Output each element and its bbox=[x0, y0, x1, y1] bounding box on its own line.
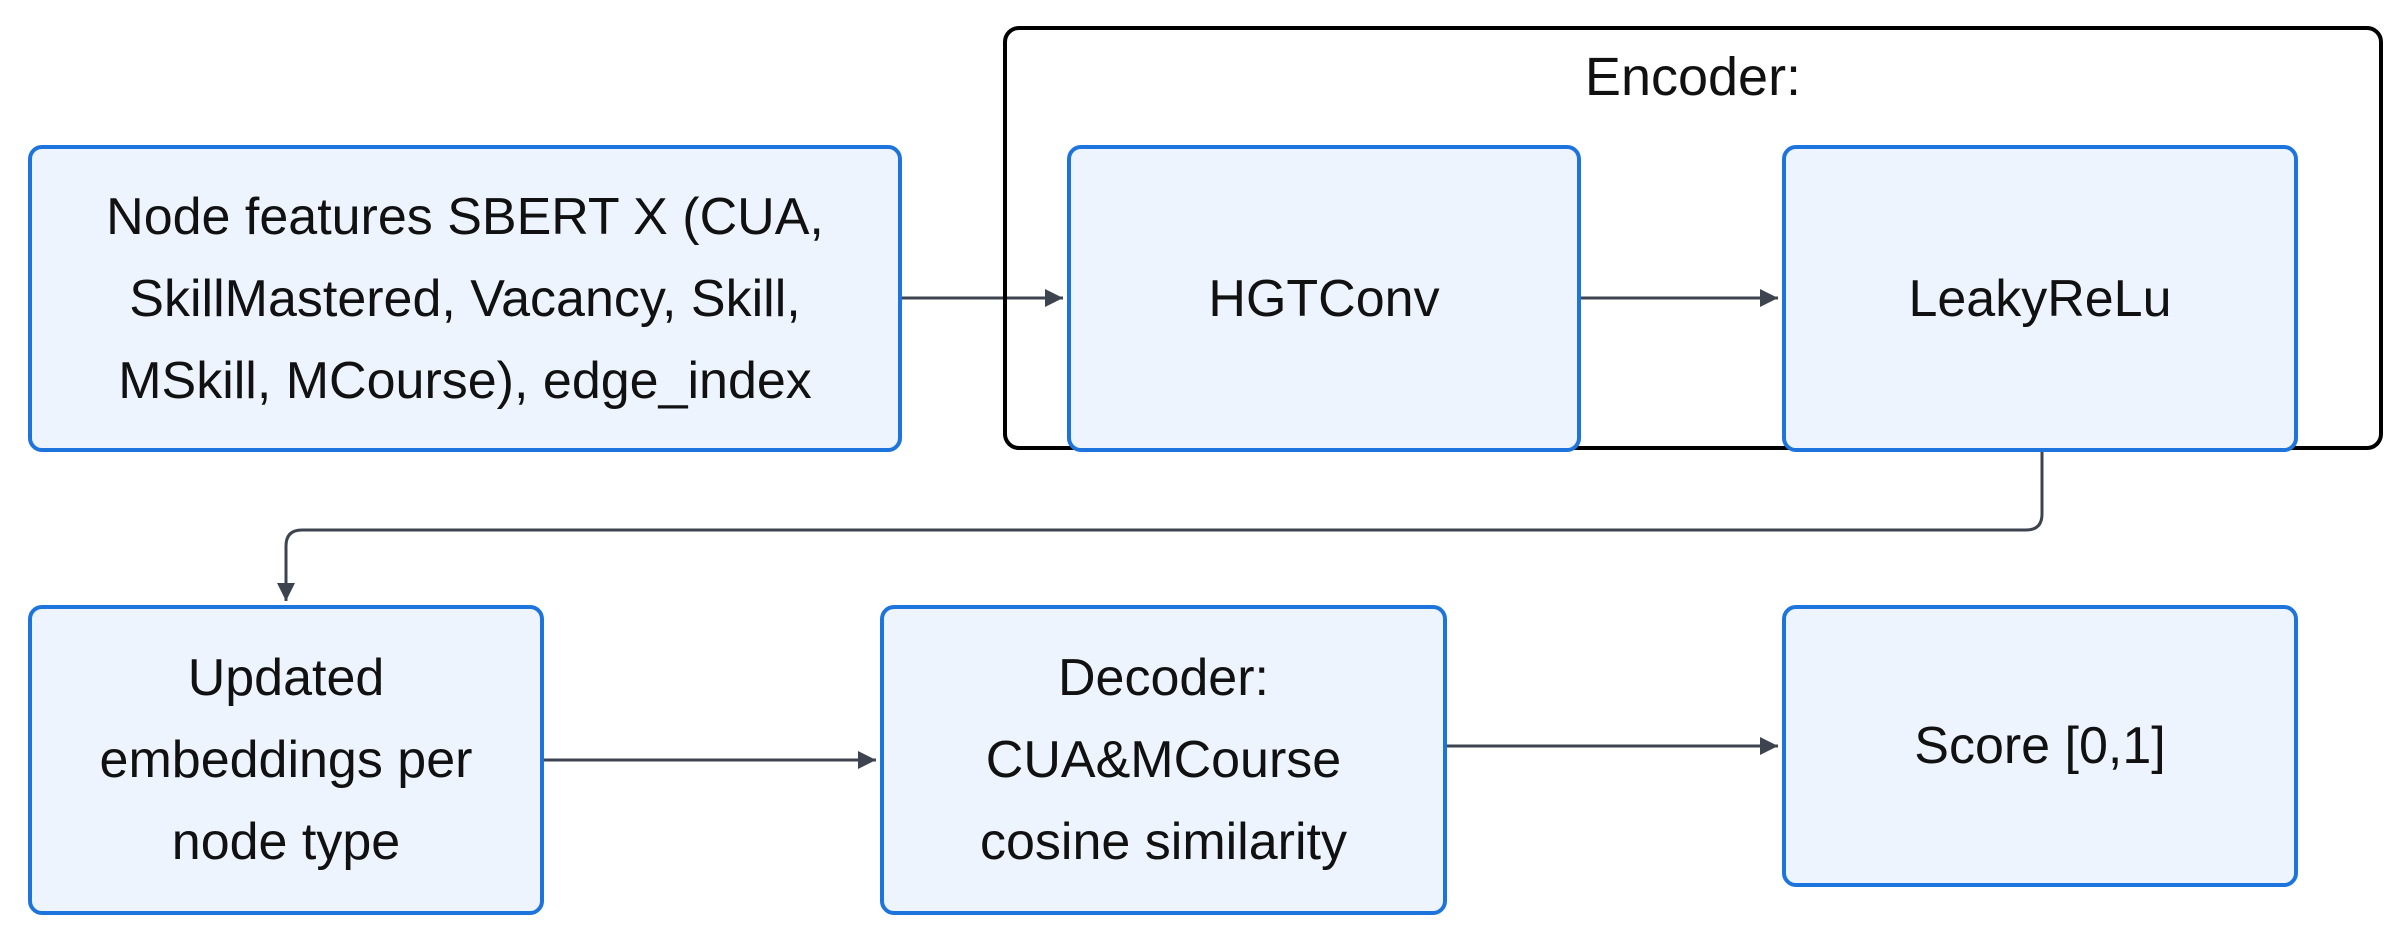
node-hgtconv: HGTConv bbox=[1067, 145, 1581, 452]
encoder-group-title: Encoder: bbox=[1584, 47, 1802, 107]
edge-leakyrelu-to-updated bbox=[277, 452, 2044, 601]
node-input-features: Node features SBERT X (CUA, SkillMastere… bbox=[28, 145, 902, 452]
node-decoder: Decoder: CUA&MCourse cosine similarity bbox=[880, 605, 1447, 915]
node-updated-embeddings: Updated embeddings per node type bbox=[28, 605, 544, 915]
node-leakyrelu: LeakyReLu bbox=[1782, 145, 2298, 452]
node-score: Score [0,1] bbox=[1782, 605, 2298, 887]
encoder-group-frame bbox=[1003, 26, 2383, 450]
